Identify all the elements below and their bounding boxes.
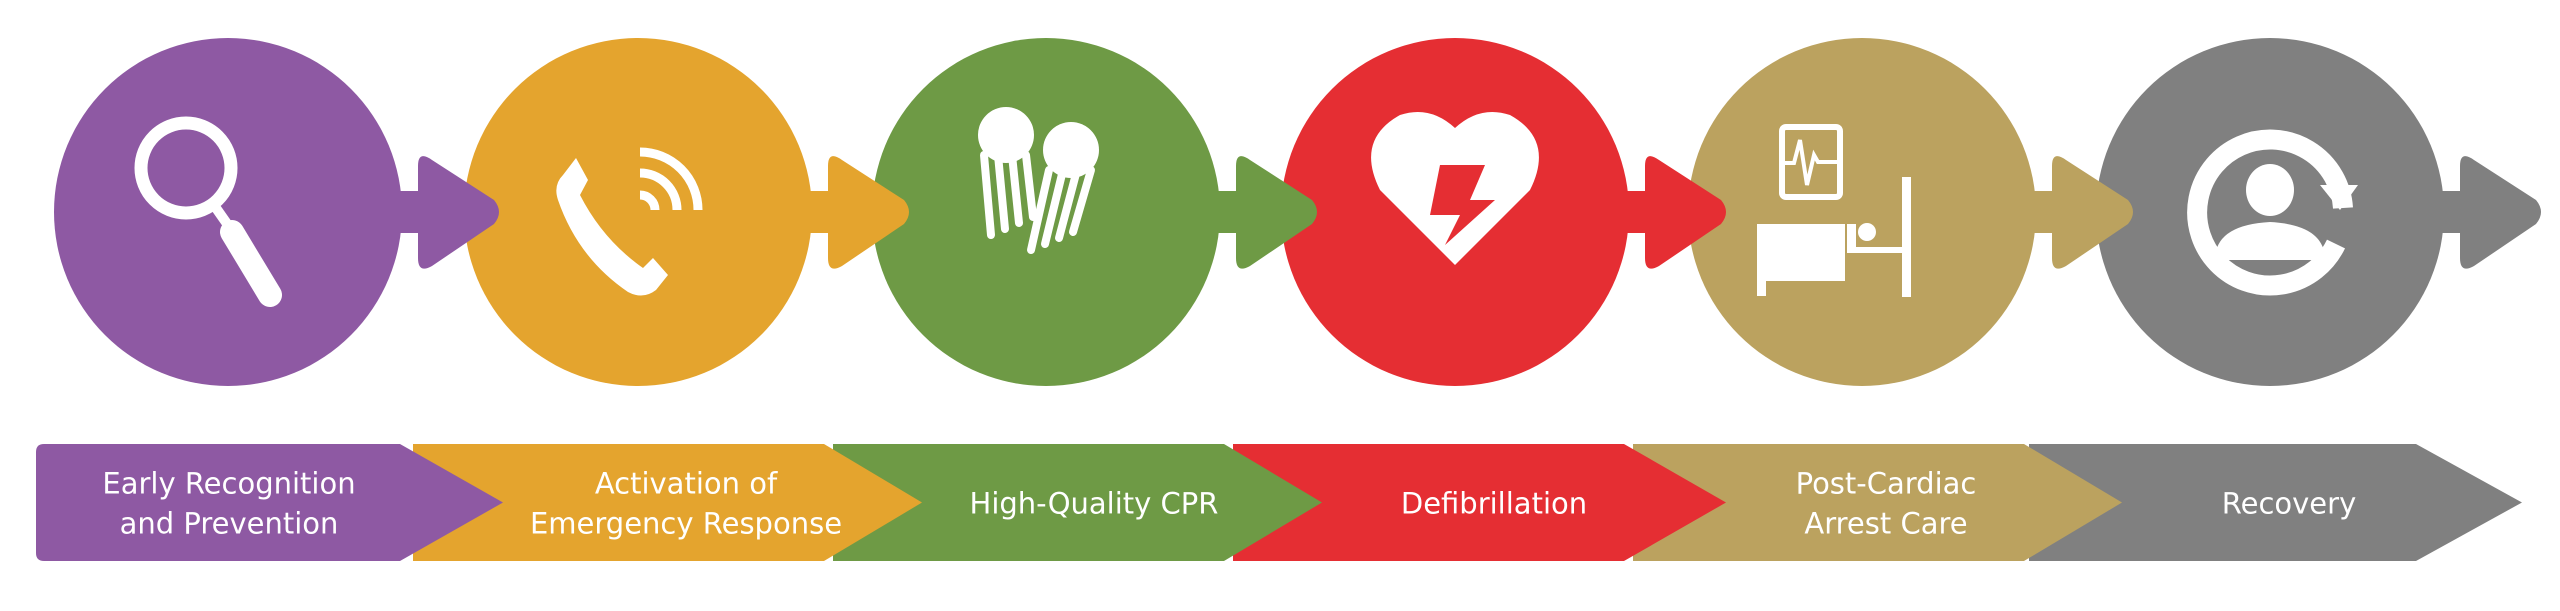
step-labels: Early Recognition and Prevention Activatio… [102,467,2356,541]
hospital-bed-monitor-icon [1757,124,1911,297]
phone-icon [556,147,703,296]
arrow-connector-icon [2032,156,2133,269]
step-label-line: and Prevention [120,507,339,541]
arrow-connector-icon [1625,156,1726,269]
chevron-step-6 [2029,444,2522,561]
label-chevrons [36,444,2522,561]
step-label-line: Post-Cardiac [1796,467,1977,501]
arrow-connector-icon [398,156,499,269]
step-label-line: Defibrillation [1401,487,1587,521]
step-circle-2 [464,38,812,386]
heart-lightning-icon [1371,111,1539,265]
step-circle-5 [1688,38,2036,386]
chevron-step-4 [1233,444,1726,561]
step-label-line: High-Quality CPR [970,487,1219,521]
arrow-connector-icon [2440,156,2541,269]
step-label-line: Recovery [2222,487,2356,521]
chevron-step-2 [413,444,922,561]
cpr-hands-icon [978,107,1099,254]
person-recovery-cycle-icon [2187,129,2358,296]
step-label-line: Activation of [595,467,778,501]
chevron-step-1 [36,444,503,561]
chevron-step-5 [1633,444,2122,561]
arrow-connector-icon [1216,156,1317,269]
step-circles [54,38,2541,386]
step-label-line: Early Recognition [102,467,355,501]
step-circle-1 [54,38,402,386]
arrow-connector-icon [808,156,909,269]
chevron-step-3 [833,444,1322,561]
step-label-line: Emergency Response [530,507,842,541]
step-circle-3 [872,38,1220,386]
step-label-line: Arrest Care [1804,507,1967,541]
magnifier-icon [134,116,282,307]
